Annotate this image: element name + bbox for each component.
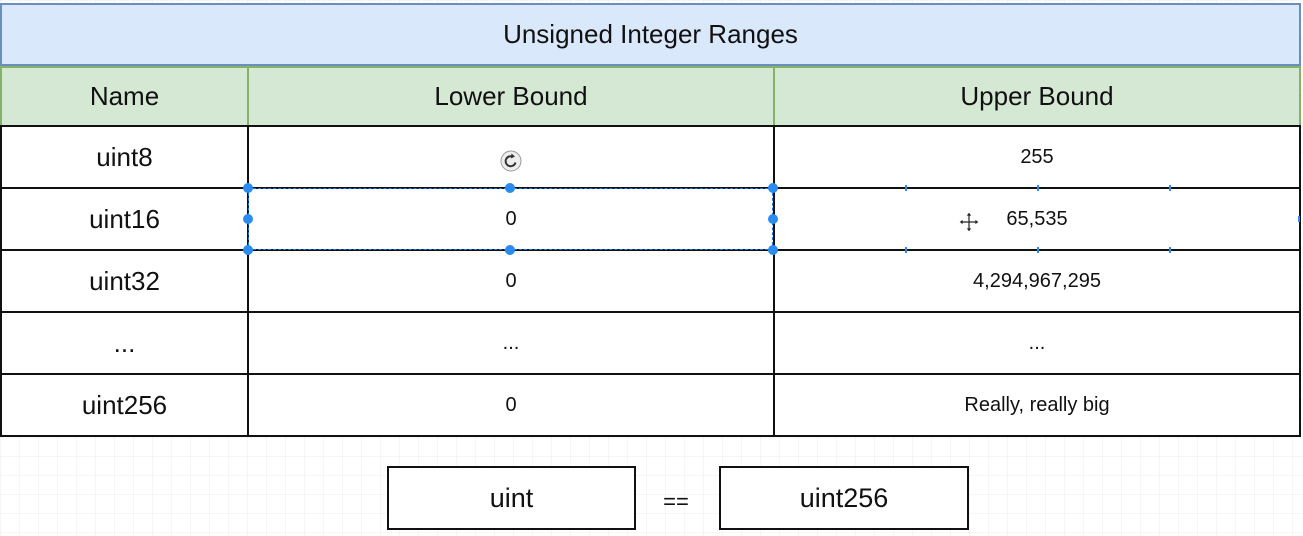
resize-handle-bottom[interactable] [505, 245, 515, 255]
resize-handle-top[interactable] [505, 183, 515, 193]
resize-handle-top-left[interactable] [243, 183, 253, 193]
header-lower-bound[interactable]: Lower Bound [247, 66, 775, 127]
resize-handle-left[interactable] [243, 214, 253, 224]
cell-lower-uint32[interactable]: 0 [247, 249, 775, 313]
resize-handle-bottom-left[interactable] [243, 245, 253, 255]
resize-handle-right[interactable] [768, 214, 778, 224]
equals-operator: == [663, 489, 689, 514]
uint-box[interactable]: uint [387, 466, 636, 530]
row-guide-tick [1169, 247, 1171, 253]
cell-name-uint256[interactable]: uint256 [0, 373, 249, 437]
header-name[interactable]: Name [0, 66, 249, 127]
cell-upper-uint256[interactable]: Really, really big [773, 373, 1301, 437]
cell-name-uint16[interactable]: uint16 [0, 187, 249, 251]
cell-name-uint8[interactable]: uint8 [0, 125, 249, 189]
row-guide-tick [1037, 185, 1039, 191]
cell-name-uint32[interactable]: uint32 [0, 249, 249, 313]
cell-upper-uint16[interactable]: 65,535 [773, 187, 1301, 251]
resize-handle-top-right[interactable] [768, 183, 778, 193]
cell-lower-ellipsis[interactable]: ... [247, 311, 775, 375]
move-cursor-icon [958, 211, 980, 233]
row-guide-tick [1298, 216, 1300, 222]
uint256-box[interactable]: uint256 [719, 466, 969, 530]
cell-lower-uint256[interactable]: 0 [247, 373, 775, 437]
header-upper-bound[interactable]: Upper Bound [773, 66, 1301, 127]
cell-lower-uint16[interactable]: 0 [247, 187, 775, 251]
resize-handle-bottom-right[interactable] [768, 245, 778, 255]
row-guide-tick [1169, 185, 1171, 191]
row-guide-tick [1037, 247, 1039, 253]
row-guide-tick [905, 185, 907, 191]
table-title[interactable]: Unsigned Integer Ranges [0, 3, 1301, 66]
cell-name-ellipsis[interactable]: ... [0, 311, 249, 375]
cell-upper-uint32[interactable]: 4,294,967,295 [773, 249, 1301, 313]
cell-upper-ellipsis[interactable]: ... [773, 311, 1301, 375]
rotate-handle-icon[interactable] [500, 150, 522, 172]
cell-upper-uint8[interactable]: 255 [773, 125, 1301, 189]
row-guide-tick [905, 247, 907, 253]
